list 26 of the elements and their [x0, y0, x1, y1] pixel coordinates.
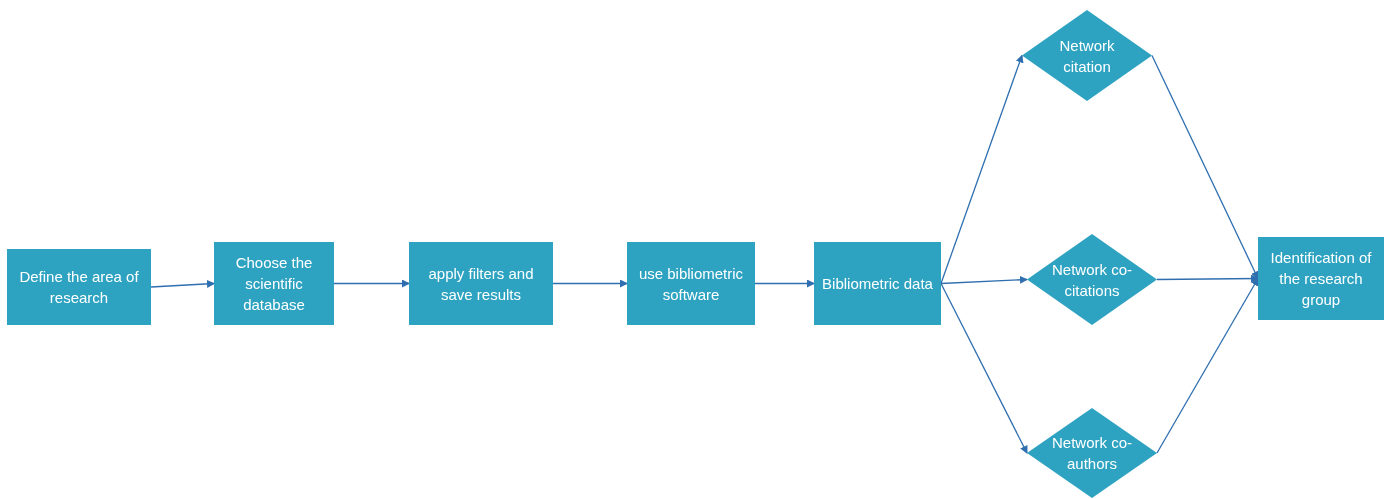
- arrow: [754, 279, 815, 288]
- arrow: [552, 279, 628, 288]
- node-label: Network citation: [1058, 35, 1116, 77]
- decision-diamond: [1027, 408, 1157, 498]
- process-box: [7, 249, 151, 325]
- decision-diamond: [1022, 10, 1152, 101]
- arrow: [1151, 54, 1259, 280]
- decision-diamond: [1027, 234, 1157, 325]
- node-label: Define the area of research: [18, 267, 140, 308]
- node-label: apply filters and save results: [427, 263, 535, 305]
- process-box: [214, 242, 334, 325]
- process-box: [627, 242, 755, 325]
- arrow: [1156, 277, 1259, 454]
- arrow: [1156, 274, 1259, 283]
- arrow: [940, 275, 1028, 285]
- process-box: [409, 242, 553, 325]
- arrow: [150, 279, 215, 288]
- node-label: use bibliometric software: [637, 263, 745, 305]
- arrow: [333, 279, 410, 288]
- process-box: [814, 242, 941, 325]
- process-box: [1258, 237, 1384, 320]
- node-label: Network co-citations: [1051, 259, 1133, 301]
- node-label: Bibliometric data: [822, 274, 933, 294]
- node-label: Identification of the research group: [1269, 248, 1373, 310]
- node-label: Network co-authors: [1051, 433, 1133, 474]
- node-label: Choose the scientific database: [234, 253, 314, 315]
